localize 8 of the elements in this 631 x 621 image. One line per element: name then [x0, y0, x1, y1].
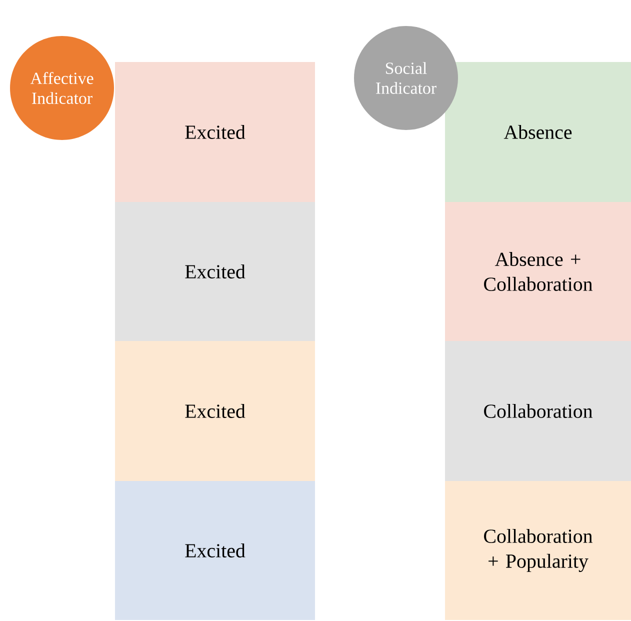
- category-box: Collaboration: [445, 340, 631, 481]
- category-box: Excited: [115, 202, 315, 341]
- category-box: Absence: [445, 62, 631, 202]
- category-box: Excited: [115, 340, 315, 481]
- category-box: Excited: [115, 62, 315, 202]
- category-box: Excited: [115, 480, 315, 620]
- category-box: Collaboration + Popularity: [445, 480, 631, 620]
- category-box: Absence + Collaboration: [445, 202, 631, 341]
